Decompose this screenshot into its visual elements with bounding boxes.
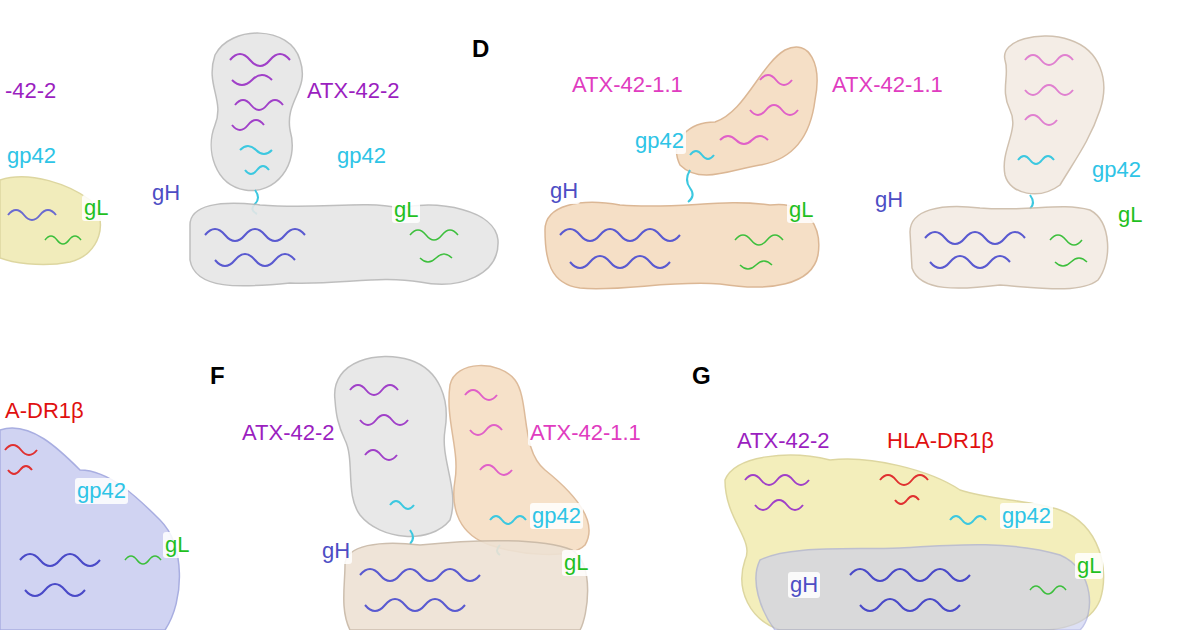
structure-label: gp42 [530,503,583,529]
protein-ribbon [465,390,512,475]
structure-label: ATX-42-2 [240,420,337,446]
structure-label: gp42 [633,128,686,154]
density-map [0,428,179,630]
structure-label: ATX-42-1.1 [528,420,643,446]
protein-ribbon [350,385,408,460]
panel-letter: G [690,363,713,389]
protein-ribbon [560,229,680,268]
protein-ribbon [950,516,986,524]
protein-ribbon [410,230,458,262]
structure-label: gH [320,538,352,564]
protein-ribbon [240,146,272,174]
protein-ribbon [360,569,480,611]
structure-label: gH [548,178,580,204]
density-map [211,33,302,190]
linker [1030,195,1033,209]
density-map [1004,36,1104,194]
protein-ribbon [205,229,305,266]
structure-label: gH [873,187,905,213]
density-map [677,47,817,175]
structure-label: gL [562,550,590,576]
structure-label: gL [82,195,110,221]
density-map [190,203,498,286]
density-map [910,206,1108,288]
structure-label: gp42 [75,478,128,504]
structure-label: gL [163,532,191,558]
protein-ribbon [720,75,798,144]
structure-label: ATX-42-1.1 [830,72,945,98]
panel-letter: D [470,36,491,62]
structure-label: gp42 [1090,157,1143,183]
structure-label: ATX-42-1.1 [570,72,685,98]
protein-ribbon [690,151,714,159]
protein-ribbon [5,445,37,474]
protein-ribbon [1030,586,1066,594]
density-map [344,541,588,630]
linker [687,170,693,202]
structure-label: gH [150,180,182,206]
protein-ribbon [1025,55,1073,125]
structure-label: gp42 [5,143,58,169]
structure-label: gL [392,197,420,223]
protein-ribbon [850,569,970,611]
protein-ribbon [125,556,161,564]
structure-label: gL [787,197,815,223]
protein-ribbon [230,54,290,130]
structure-label: -42-2 [3,78,58,104]
structure-label: gL [1075,553,1103,579]
density-map [449,366,589,555]
protein-ribbon [1050,235,1087,266]
structure-label: HLA-DR1β [885,428,996,454]
structure-label: gH [788,572,820,598]
panel-letter: F [208,363,227,389]
structure-label: gL [1116,202,1144,228]
protein-ribbon [880,475,928,504]
protein-ribbon [735,235,783,269]
structure-label: ATX-42-2 [735,428,832,454]
density-map [335,356,453,536]
protein-ribbon [45,236,81,244]
structure-label: ATX-42-2 [305,78,402,104]
protein-ribbon [745,475,809,510]
protein-ribbon [925,232,1025,268]
structure-label: gp42 [335,143,388,169]
density-map [725,455,1104,630]
density-map [756,545,1090,630]
protein-ribbon [390,501,526,524]
protein-ribbon [8,210,56,220]
protein-ribbon [1018,156,1054,164]
protein-ribbon [20,554,100,596]
structure-label: A-DR1β [3,398,86,424]
density-map [545,202,819,288]
structure-label: gp42 [1000,503,1053,529]
